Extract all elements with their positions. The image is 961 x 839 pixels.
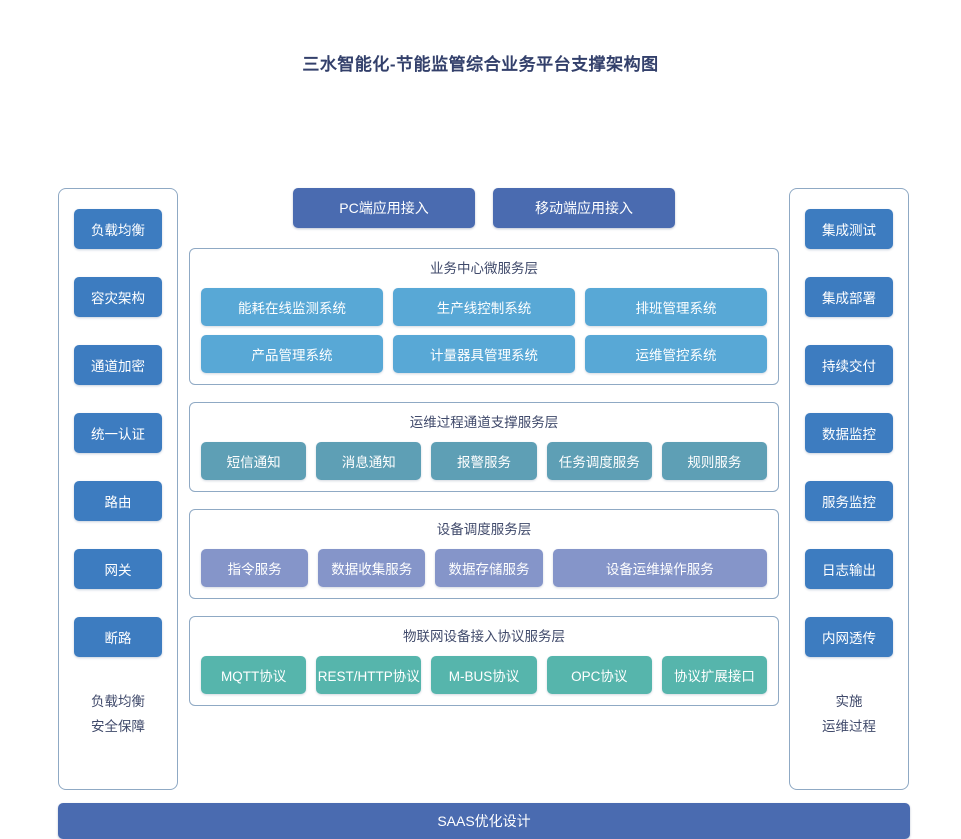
business-shift-management-system[interactable]: 排班管理系统 <box>585 288 767 326</box>
right-caption-line-2: 运维过程 <box>822 719 876 734</box>
right-column-caption: 实施 运维过程 <box>822 689 876 739</box>
ops-rule-service[interactable]: 规则服务 <box>661 442 768 480</box>
architecture-diagram: 负载均衡 容灾架构 通道加密 统一认证 路由 网关 断路 负载均衡 安全保障 集… <box>0 74 961 839</box>
left-item-unified-auth[interactable]: 统一认证 <box>74 413 162 453</box>
right-item-log-output[interactable]: 日志输出 <box>805 549 893 589</box>
ops-message-notification[interactable]: 消息通知 <box>316 442 422 480</box>
mobile-application-access[interactable]: 移动端应用接入 <box>493 188 675 228</box>
iot-protocol-extension-interface[interactable]: 协议扩展接口 <box>661 656 768 694</box>
right-item-service-monitoring[interactable]: 服务监控 <box>805 481 893 521</box>
ops-task-scheduling-service[interactable]: 任务调度服务 <box>546 442 652 480</box>
iot-layer-row-1: MQTT协议 REST/HTTP协议 M-BUS协议 OPC协议 协议扩展接口 <box>201 656 768 694</box>
left-item-routing[interactable]: 路由 <box>74 481 162 521</box>
business-ops-control-system[interactable]: 运维管控系统 <box>585 335 767 373</box>
left-capability-column: 负载均衡 容灾架构 通道加密 统一认证 路由 网关 断路 负载均衡 安全保障 <box>58 188 178 790</box>
left-item-gateway[interactable]: 网关 <box>74 549 162 589</box>
device-data-storage-service[interactable]: 数据存储服务 <box>435 549 543 587</box>
application-access-row: PC端应用接入 移动端应用接入 <box>189 188 779 228</box>
business-production-line-control-system[interactable]: 生产线控制系统 <box>393 288 575 326</box>
right-item-intranet-tunnel[interactable]: 内网透传 <box>805 617 893 657</box>
business-layer-title: 业务中心微服务层 <box>430 261 538 276</box>
device-data-collection-service[interactable]: 数据收集服务 <box>318 549 426 587</box>
business-metering-device-management-system[interactable]: 计量器具管理系统 <box>393 335 575 373</box>
device-layer-row-1: 指令服务 数据收集服务 数据存储服务 设备运维操作服务 <box>201 549 768 587</box>
business-layer-row-2: 产品管理系统 计量器具管理系统 运维管控系统 <box>201 335 767 373</box>
iot-rest-http-protocol[interactable]: REST/HTTP协议 <box>316 656 422 694</box>
right-item-continuous-delivery[interactable]: 持续交付 <box>805 345 893 385</box>
left-item-load-balance[interactable]: 负载均衡 <box>74 209 162 249</box>
business-microservice-layer: 业务中心微服务层 能耗在线监测系统 生产线控制系统 排班管理系统 产品管理系统 … <box>189 248 779 385</box>
page-title: 三水智能化-节能监管综合业务平台支撑架构图 <box>302 55 659 74</box>
right-item-integration-test[interactable]: 集成测试 <box>805 209 893 249</box>
ops-layer-row-1: 短信通知 消息通知 报警服务 任务调度服务 规则服务 <box>201 442 768 480</box>
ops-sms-notification[interactable]: 短信通知 <box>201 442 307 480</box>
iot-opc-protocol[interactable]: OPC协议 <box>546 656 652 694</box>
left-column-caption: 负载均衡 安全保障 <box>91 689 145 739</box>
right-item-data-monitoring[interactable]: 数据监控 <box>805 413 893 453</box>
left-caption-line-2: 安全保障 <box>91 719 145 734</box>
device-command-service[interactable]: 指令服务 <box>201 549 309 587</box>
left-item-channel-encrypt[interactable]: 通道加密 <box>74 345 162 385</box>
iot-mbus-protocol[interactable]: M-BUS协议 <box>431 656 537 694</box>
right-item-integration-deploy[interactable]: 集成部署 <box>805 277 893 317</box>
saas-optimization-bar[interactable]: SAAS优化设计 <box>58 803 910 839</box>
iot-layer-title: 物联网设备接入协议服务层 <box>403 629 565 644</box>
device-ops-operation-service[interactable]: 设备运维操作服务 <box>552 549 768 587</box>
iot-mqtt-protocol[interactable]: MQTT协议 <box>201 656 307 694</box>
ops-layer-title: 运维过程通道支撑服务层 <box>409 415 559 430</box>
right-caption-line-1: 实施 <box>835 694 863 709</box>
business-layer-row-1: 能耗在线监测系统 生产线控制系统 排班管理系统 <box>201 288 767 326</box>
iot-protocol-access-layer: 物联网设备接入协议服务层 MQTT协议 REST/HTTP协议 M-BUS协议 … <box>189 616 779 706</box>
device-scheduling-layer: 设备调度服务层 指令服务 数据收集服务 数据存储服务 设备运维操作服务 <box>189 509 779 599</box>
device-layer-title: 设备调度服务层 <box>436 522 532 537</box>
pc-application-access[interactable]: PC端应用接入 <box>293 188 475 228</box>
business-energy-monitoring-system[interactable]: 能耗在线监测系统 <box>201 288 383 326</box>
center-layer-stack: PC端应用接入 移动端应用接入 业务中心微服务层 能耗在线监测系统 生产线控制系… <box>189 188 779 723</box>
ops-channel-support-layer: 运维过程通道支撑服务层 短信通知 消息通知 报警服务 任务调度服务 规则服务 <box>189 402 779 492</box>
left-item-circuit-breaker[interactable]: 断路 <box>74 617 162 657</box>
right-capability-column: 集成测试 集成部署 持续交付 数据监控 服务监控 日志输出 内网透传 实施 运维… <box>789 188 909 790</box>
ops-alarm-service[interactable]: 报警服务 <box>431 442 537 480</box>
business-product-management-system[interactable]: 产品管理系统 <box>201 335 383 373</box>
left-caption-line-1: 负载均衡 <box>91 694 145 709</box>
left-item-dr-architecture[interactable]: 容灾架构 <box>74 277 162 317</box>
